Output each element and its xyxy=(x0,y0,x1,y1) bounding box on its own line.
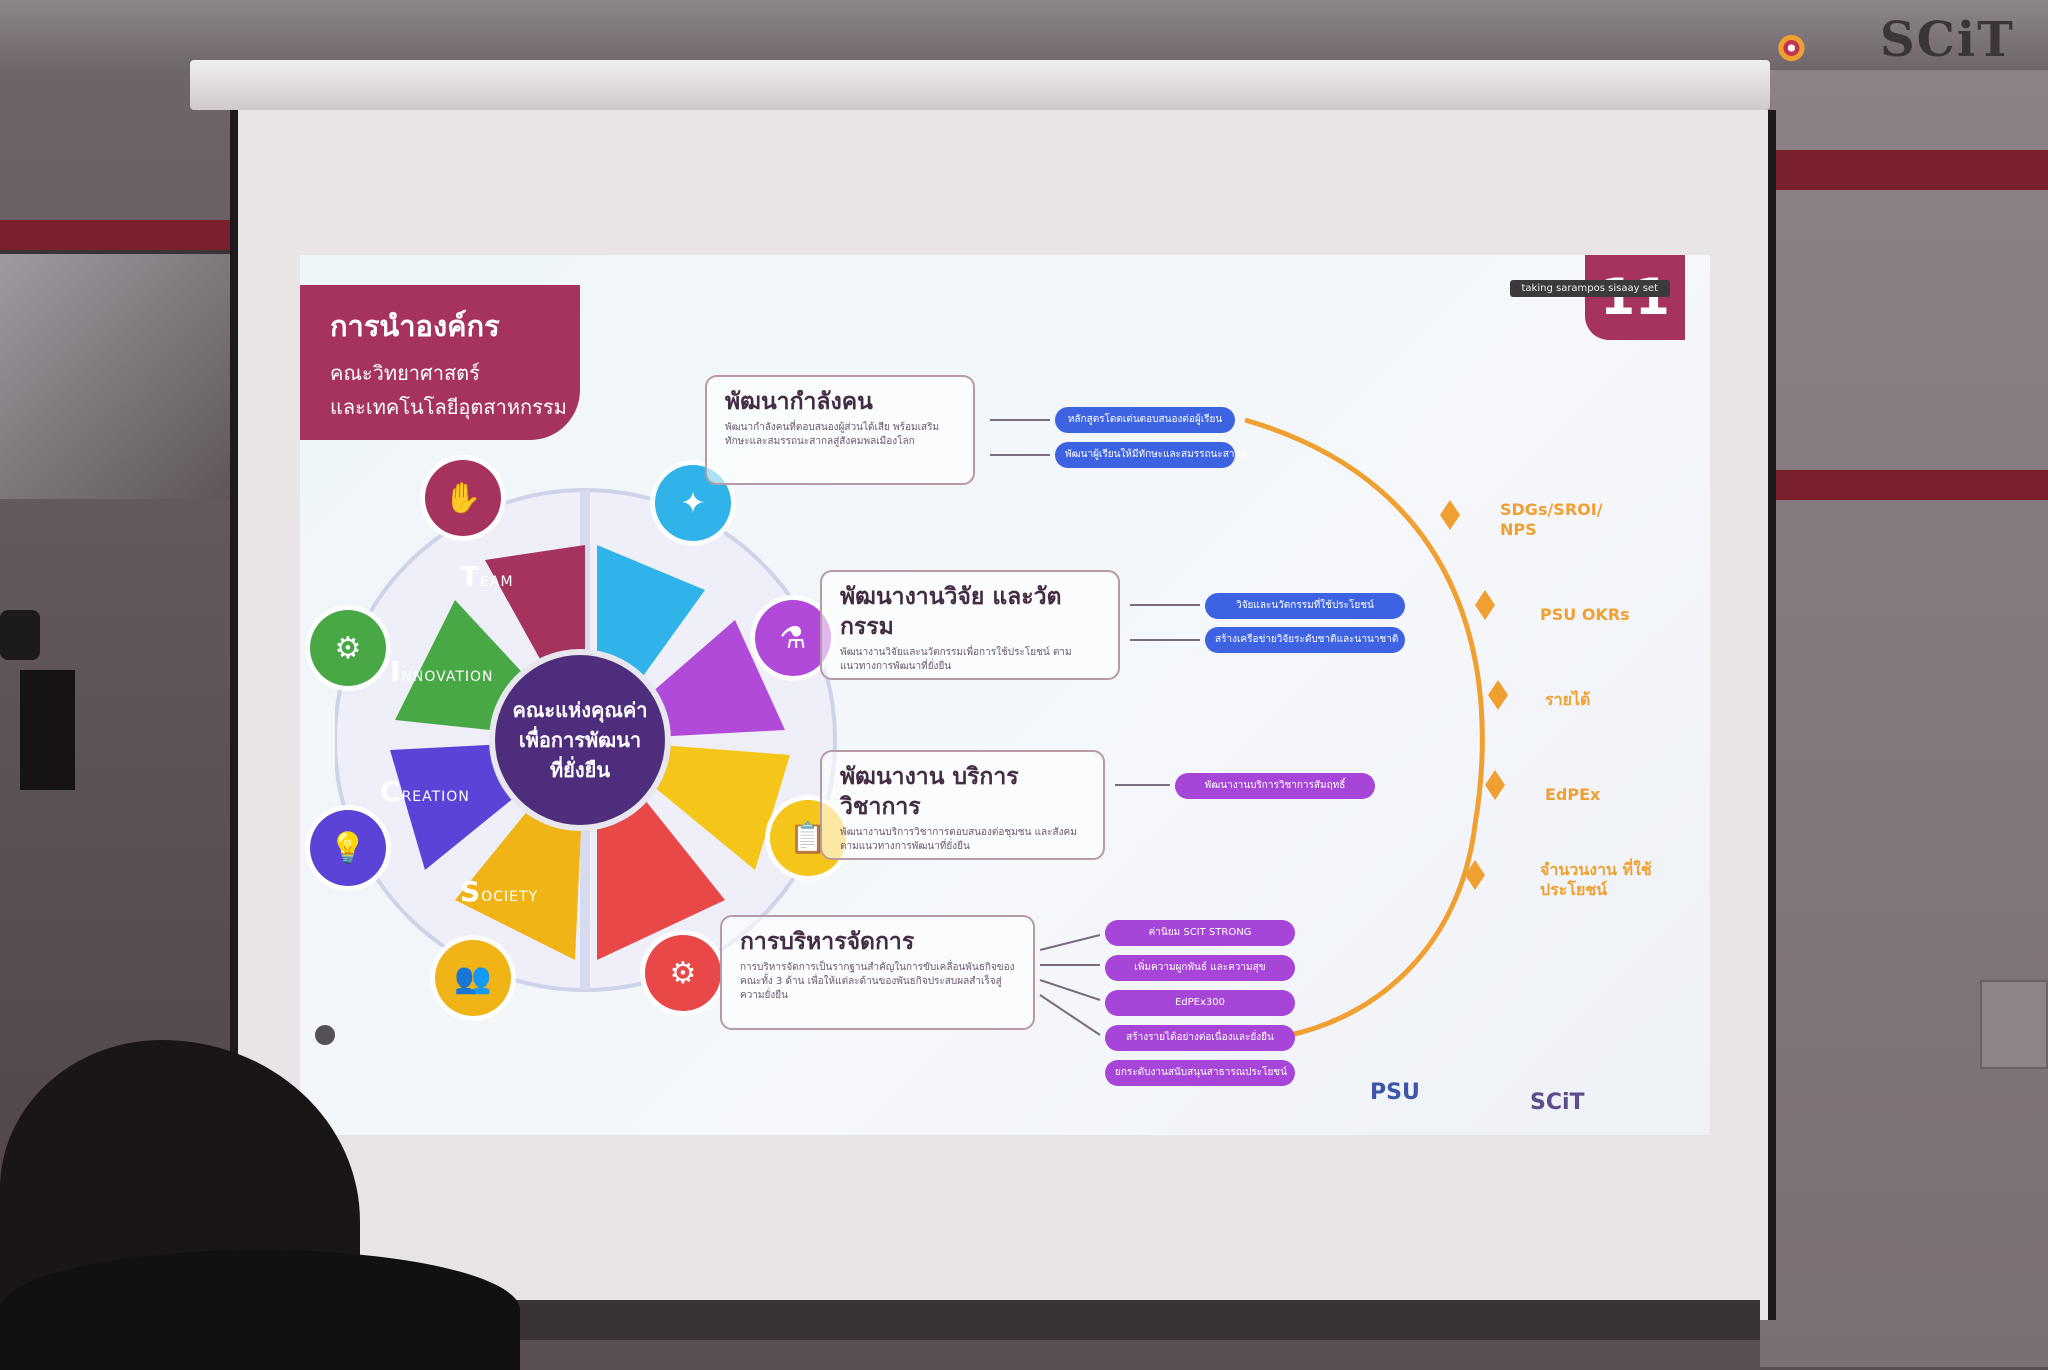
wall-stripe xyxy=(0,220,260,250)
mission-box-manpower: พัฒนากำลังคน พัฒนากำลังคนที่ตอบสนองผู้ส่… xyxy=(705,375,975,485)
audience-shoulder xyxy=(0,1250,520,1370)
room-window xyxy=(0,250,250,499)
objective-pill: หลักสูตรโดดเด่นตอบสนองต่อผู้เรียน xyxy=(1055,407,1235,433)
slide-subtitle: และเทคโนโลยีอุตสาหกรรม xyxy=(330,395,567,419)
creation-icon: 💡 xyxy=(310,810,386,886)
mission-box-research: พัฒนางานวิจัย และวัตกรรม พัฒนางานวิจัยแล… xyxy=(820,570,1120,680)
objective-pill: เพิ่มความผูกพันธ์ และความสุข xyxy=(1105,955,1295,981)
light-switch xyxy=(1980,980,2048,1069)
team-icon: ✋ xyxy=(425,460,501,536)
scit-logo: SCiT xyxy=(1530,1090,1585,1115)
mission-box-service: พัฒนางาน บริการวิชาการ พัฒนางานบริการวิช… xyxy=(820,750,1105,860)
psu-logo: PSU xyxy=(1370,1080,1420,1105)
camera-icon xyxy=(0,610,75,790)
objective-pill: พัฒนาผู้เรียนให้มีทักษะและสมรรถนะสากล xyxy=(1055,442,1247,468)
objective-pill: ค่านิยม SCIT STRONG xyxy=(1105,920,1295,946)
sdg-wheel-logo xyxy=(1778,34,1805,62)
slide-header-strip: taking sarampos sisaay set xyxy=(1509,280,1670,297)
objective-pill: EdPEx300 xyxy=(1105,990,1295,1016)
mission-box-admin: การบริหารจัดการ การบริหารจัดการเป็นรากฐา… xyxy=(720,915,1035,1030)
wall-right xyxy=(1760,70,2048,1367)
wheel-label-team: TEAM xyxy=(460,560,514,593)
objective-pill: ยกระดับงานสนับสนุนสาธารณประโยชน์ xyxy=(1105,1060,1295,1086)
presentation-slide: การนำองค์กร คณะวิทยาศาสตร์ และเทคโนโลยีอ… xyxy=(300,255,1710,1135)
outcome-label: รายได้ xyxy=(1545,690,1591,709)
innovation-icon: ⚙ xyxy=(310,610,386,686)
wall-top xyxy=(0,0,2048,70)
slide-title: การนำองค์กร xyxy=(330,309,500,343)
objective-pill: พัฒนางานบริการวิชาการสัมฤทธิ์ xyxy=(1175,773,1375,799)
manpower-icon: ✦ xyxy=(655,465,731,541)
slide-title-box: การนำองค์กร คณะวิทยาศาสตร์ และเทคโนโลยีอ… xyxy=(300,285,580,440)
wheel-center-line: ที่ยั่งยืน xyxy=(549,758,611,782)
wheel-label-innovation: INNOVATION xyxy=(390,655,494,688)
outcome-label: EdPEx xyxy=(1545,785,1601,804)
wall-stripe xyxy=(1760,470,2048,500)
objective-pill: วิจัยและนวัตกรรมที่ใช้ประโยชน์ xyxy=(1205,593,1405,619)
admin-icon: ⚙ xyxy=(645,935,721,1011)
objective-pill: สร้างรายได้อย่างต่อเนื่องและยั่งยืน xyxy=(1105,1025,1295,1051)
outcome-label: SDGs/SROI/ NPS xyxy=(1500,500,1603,539)
wheel-label-society: SOCIETY xyxy=(460,875,539,908)
outcome-label: PSU OKRs xyxy=(1540,605,1630,624)
wheel-label-creation: CREATION xyxy=(380,775,470,808)
slide-subtitle: คณะวิทยาศาสตร์ xyxy=(330,361,480,385)
projector-screen-case xyxy=(190,60,1770,110)
wheel-center: คณะแห่งคุณค่า เพื่อการพัฒนา ที่ยั่งยืน xyxy=(495,655,665,825)
research-icon: ⚗ xyxy=(755,600,831,676)
wheel-center-line: เพื่อการพัฒนา xyxy=(518,728,642,752)
flow-connectors xyxy=(990,417,1508,1038)
wheel-center-line: คณะแห่งคุณค่า xyxy=(512,698,648,722)
slide-page-tag: 11 xyxy=(1585,255,1685,340)
wall-stripe xyxy=(1760,150,2048,190)
scit-watermark: SCiT xyxy=(1880,12,2015,68)
objective-pill: สร้างเครือข่ายวิจัยระดับชาติและนานาชาติ xyxy=(1205,627,1405,653)
slide-page-dot xyxy=(315,1025,335,1045)
outcome-label: จำนวนงาน ที่ใช้ประโยชน์ xyxy=(1540,860,1652,899)
society-icon: 👥 xyxy=(435,940,511,1016)
